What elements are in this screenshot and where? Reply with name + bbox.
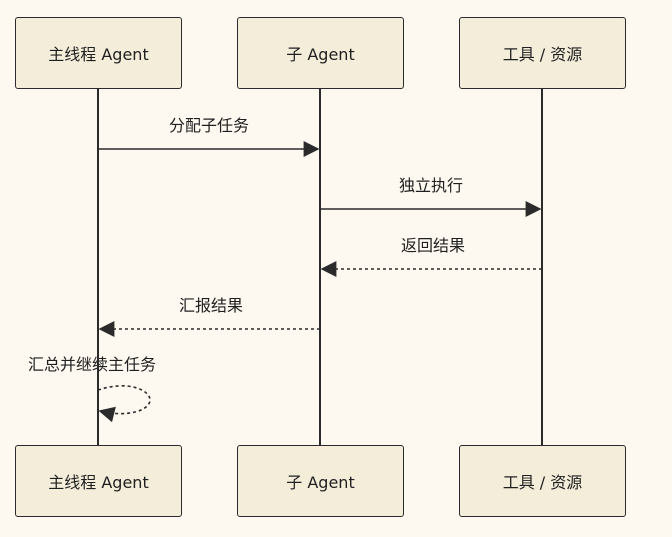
message-execute-label: 独立执行 <box>398 176 464 195</box>
message-return-result-label: 返回结果 <box>400 236 466 255</box>
message-report-label: 汇报结果 <box>178 296 244 315</box>
actor-sub-top-label: 子 Agent <box>286 45 355 64</box>
message-self-continue-label: 汇总并继续主任务 <box>28 355 157 374</box>
actor-tools-bottom-label: 工具 / 资源 <box>502 473 583 492</box>
actor-sub-bottom-label: 子 Agent <box>286 473 355 492</box>
actor-tools-top: 工具 / 资源 <box>459 17 626 89</box>
actor-sub-bottom: 子 Agent <box>237 445 404 517</box>
actor-sub-top: 子 Agent <box>237 17 404 89</box>
message-assign-label: 分配子任务 <box>168 116 250 135</box>
arrow-self-continue <box>97 385 151 423</box>
actor-main-bottom-label: 主线程 Agent <box>48 473 149 492</box>
actor-main-top: 主线程 Agent <box>15 17 182 89</box>
actor-tools-bottom: 工具 / 资源 <box>459 445 626 517</box>
actor-main-bottom: 主线程 Agent <box>15 445 182 517</box>
actor-main-top-label: 主线程 Agent <box>48 45 149 64</box>
actor-tools-top-label: 工具 / 资源 <box>502 45 583 64</box>
